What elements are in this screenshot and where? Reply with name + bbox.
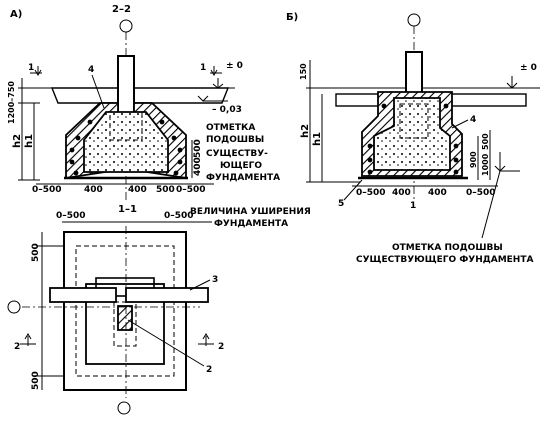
svg-text:500: 500: [193, 139, 203, 158]
svg-text:900: 900: [469, 151, 478, 168]
marker-2-plan: 2: [206, 365, 212, 375]
widen-note-line1: ВЕЛИЧИНА УШИРЕНИЯ: [190, 207, 311, 217]
cut-marker-2-left: 2: [14, 333, 36, 352]
marker-4-b: 4: [470, 115, 476, 125]
leader-2: [127, 319, 205, 367]
svg-text:h1: h1: [24, 134, 35, 148]
marker-5-b: 5: [338, 199, 344, 209]
panel-b-label: Б): [286, 12, 298, 23]
svg-text:400: 400: [428, 188, 447, 198]
svg-text:1000: 1000: [481, 153, 490, 176]
leader-4-b: [451, 119, 469, 129]
panel-a-label: А): [10, 9, 22, 20]
bottom-dims-a: 0–500 400 400 500 0–500: [32, 183, 214, 195]
section-22-label: 2–2: [112, 4, 131, 15]
svg-text:h2: h2: [12, 134, 23, 148]
leader-4-a: [91, 74, 105, 109]
column-socket-b: [399, 103, 429, 139]
b-note-line2: СУЩЕСТВУЮЩЕГО ФУНДАМЕНТА: [356, 255, 533, 265]
svg-text:400: 400: [392, 188, 411, 198]
svg-text:0–500: 0–500: [176, 185, 206, 195]
leader-3: [189, 279, 211, 291]
plan-upper-step: [95, 277, 155, 297]
svg-text:± 0: ± 0: [226, 61, 243, 71]
svg-text:СУЩЕСТВУ-: СУЩЕСТВУ-: [206, 149, 268, 159]
panel-a-section: А) 2–2 1: [7, 4, 280, 200]
plan-column: [117, 305, 133, 331]
marker-4-a: 4: [88, 65, 94, 75]
svg-text:0–500: 0–500: [356, 188, 386, 198]
leader-base-note-b: [481, 170, 501, 239]
svg-text:h2: h2: [300, 124, 311, 138]
plan-step: [85, 283, 165, 365]
svg-text:500: 500: [156, 185, 175, 195]
panel-b-section: Б) 150 h2 h1: [286, 12, 540, 265]
svg-text:0–500: 0–500: [56, 211, 86, 221]
svg-text:ФУНДАМЕНТА: ФУНДАМЕНТА: [206, 173, 280, 183]
plan-socket: [113, 301, 137, 347]
plan-top-dims: 0–500 0–500: [56, 211, 194, 223]
vertical-dims-a: 1200–750 h2 h1: [7, 78, 40, 181]
leader-5: [343, 179, 363, 201]
svg-text:0–500: 0–500: [164, 211, 194, 221]
widen-note-line2: ФУНДАМЕНТА: [214, 219, 288, 229]
cut-marker-1-right: 1: [200, 63, 222, 76]
rebar-dots-b: [367, 103, 459, 175]
svg-text:– 0,03: – 0,03: [212, 105, 242, 115]
plan-beam-right: [125, 287, 209, 303]
right-dims-b: 900 500 1000: [469, 130, 520, 180]
plan-side-dims: 500 500: [31, 232, 64, 390]
minus-003-mark: – 0,03: [197, 95, 242, 115]
plan-existing-outline: [75, 245, 175, 377]
svg-text:2: 2: [14, 342, 20, 352]
b-note-line1: ОТМЕТКА ПОДОШВЫ: [392, 243, 503, 253]
svg-text:400: 400: [128, 185, 147, 195]
svg-text:1: 1: [200, 63, 206, 73]
cut-marker-2-right: 2: [198, 333, 224, 352]
column-socket-a: [109, 111, 143, 141]
plan-beam-left: [49, 287, 117, 303]
svg-text:ОТМЕТКА: ОТМЕТКА: [206, 123, 255, 133]
svg-text:1200–750: 1200–750: [7, 81, 16, 124]
svg-text:500: 500: [481, 133, 490, 150]
axis-circle-top-a: [119, 19, 133, 33]
zero-mark-a: ± 0: [212, 61, 243, 89]
svg-text:2: 2: [218, 342, 224, 352]
floor-slab-a: [50, 87, 230, 104]
bottom-dims-b: 0–500 400 400 0–500: [352, 185, 498, 198]
rebar-dots-a: [69, 119, 183, 176]
svg-text:1: 1: [28, 63, 34, 73]
marker-3-plan: 3: [212, 275, 218, 285]
existing-foundation-b: [373, 97, 451, 171]
svg-text:ЮЩЕГО: ЮЩЕГО: [220, 161, 262, 171]
svg-text:ПОДОШВЫ: ПОДОШВЫ: [206, 135, 264, 145]
svg-text:h1: h1: [312, 132, 323, 146]
panel-a-plan: 1–1 0–500 0–500 ВЕЛИЧИНА УШИРЕНИЯ ФУНДАМ…: [7, 204, 311, 415]
existing-base-note-a: ОТМЕТКА ПОДОШВЫ СУЩЕСТВУ- ЮЩЕГО ФУНДАМЕН…: [206, 123, 280, 183]
marker-1-b: 1: [410, 201, 416, 211]
zero-mark-b: ± 0: [506, 63, 537, 89]
svg-text:500: 500: [31, 243, 41, 262]
svg-text:0–500: 0–500: [466, 188, 496, 198]
svg-text:0–500: 0–500: [32, 185, 62, 195]
axis-circle-top-b: [407, 13, 421, 27]
vertical-dims-b: 150 h2 h1: [299, 60, 360, 183]
existing-foundation-a: [83, 111, 169, 173]
svg-text:400: 400: [84, 185, 103, 195]
svg-text:400: 400: [193, 157, 203, 176]
axis-circle-bottom: [117, 401, 131, 415]
section-11-label: 1–1: [118, 204, 137, 215]
svg-text:± 0: ± 0: [520, 63, 537, 73]
axis-circle-left: [7, 300, 21, 314]
svg-text:500: 500: [31, 371, 41, 390]
svg-text:150: 150: [299, 63, 308, 80]
right-dims-a: 500 400: [191, 139, 203, 178]
cut-marker-1-left: 1: [28, 63, 42, 76]
